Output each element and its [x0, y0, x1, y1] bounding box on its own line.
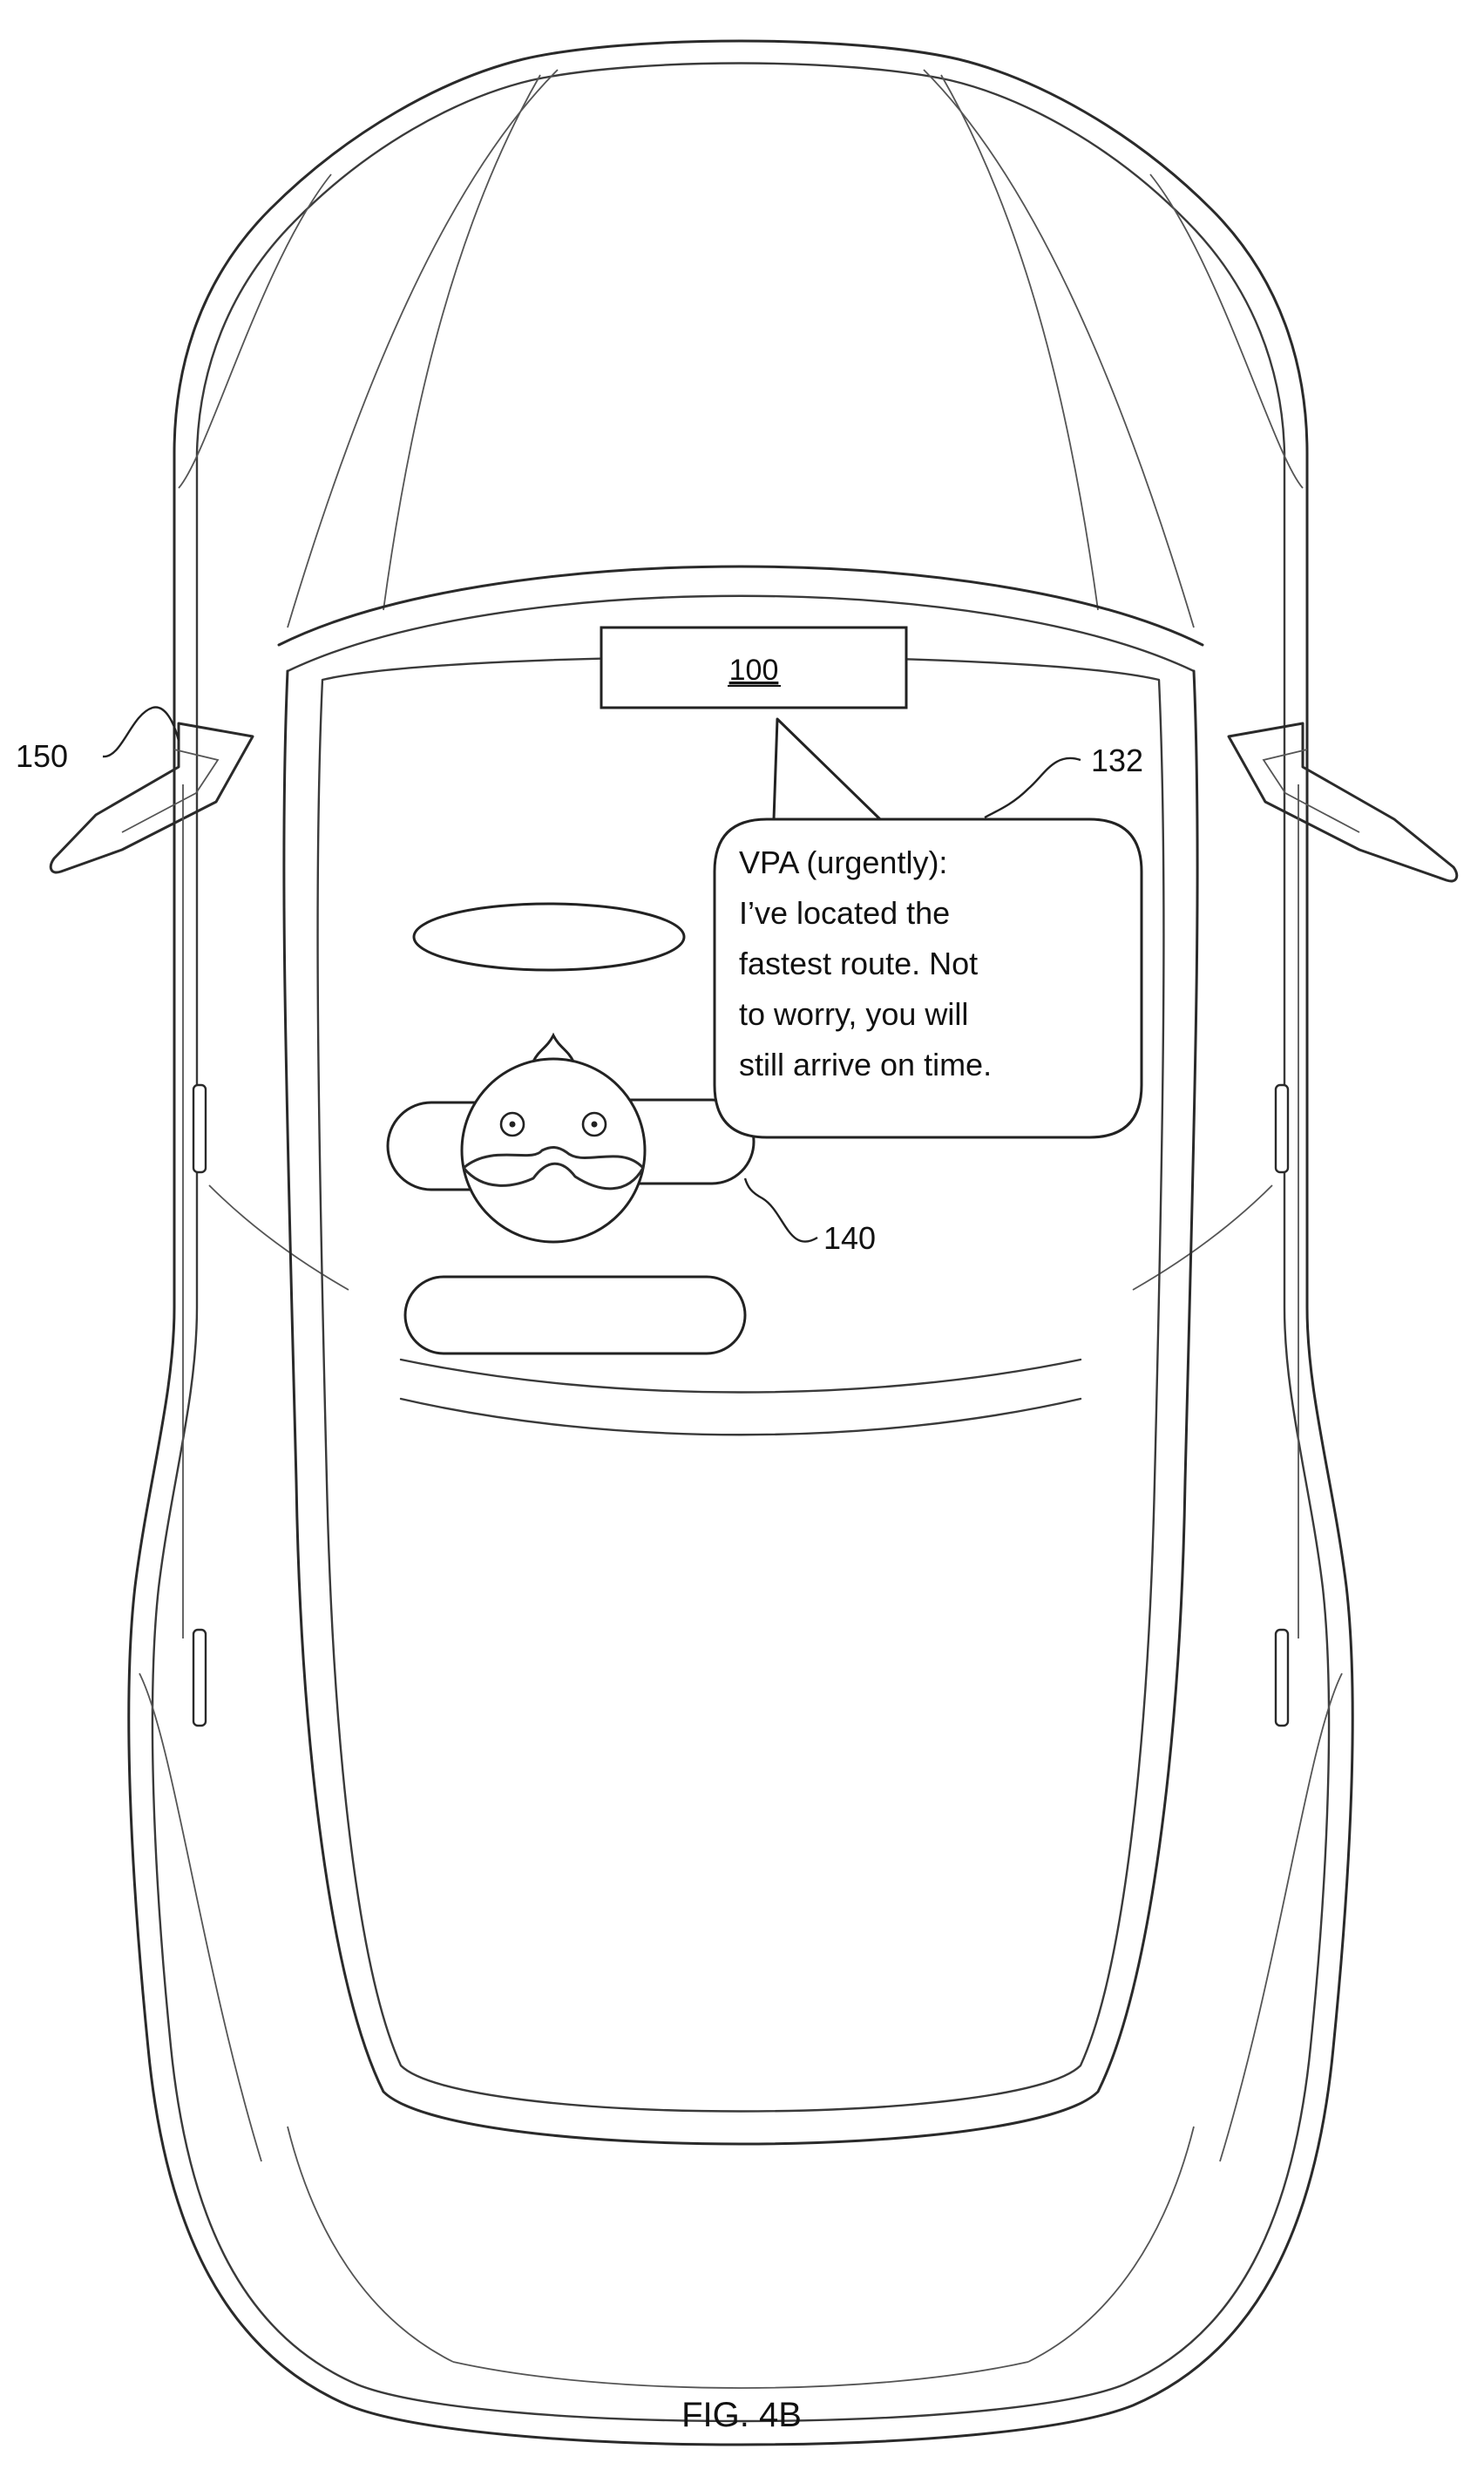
- speech-line-1: VPA (urgently):: [739, 845, 947, 880]
- door-details: [182, 784, 1299, 1727]
- avatar-right-pupil: [591, 1121, 598, 1128]
- front-left-arch: [178, 173, 332, 489]
- cabin-outer-frame: [282, 669, 1199, 2146]
- avatar-left-pupil: [509, 1121, 516, 1128]
- hood-crease-right-inner: [940, 74, 1099, 611]
- rear-right-arch: [1219, 1672, 1343, 2162]
- callout-140: 140: [823, 1220, 876, 1256]
- leader-150: [102, 706, 180, 758]
- avatar-left-eye: [499, 1111, 525, 1137]
- rear-seat-bench: [403, 1275, 747, 1355]
- speech-bubble-shape: [713, 717, 1143, 1139]
- left-mirror-inner: [121, 749, 220, 833]
- right-rear-door-handle: [1274, 1628, 1290, 1727]
- speech-line-5: still arrive on time.: [739, 1047, 992, 1082]
- left-front-door-handle: [192, 1083, 207, 1174]
- cabin-interior: [386, 902, 756, 1355]
- leader-132: [984, 756, 1081, 819]
- windshield-top-edge: [277, 565, 1204, 647]
- system-ref-label: 100: [729, 654, 779, 687]
- rear-bumper-line: [452, 2361, 1029, 2389]
- speech-line-2: I’ve located the: [739, 895, 950, 931]
- avatar-right-eye: [581, 1111, 607, 1137]
- rear-left-arch: [139, 1672, 262, 2162]
- callout-150: 150: [16, 738, 68, 774]
- rear-hatch-right: [1027, 2126, 1195, 2363]
- right-mirror-inner: [1262, 749, 1360, 833]
- left-rocker-line: [208, 1184, 349, 1291]
- reference-numerals: 132 140 150: [16, 706, 1143, 1256]
- hood-crease-left: [287, 69, 559, 628]
- right-rocker-line: [1132, 1184, 1273, 1291]
- right-mirror: [1227, 722, 1459, 883]
- speech-bubble: VPA (urgently): I’ve located the fastest…: [713, 717, 1143, 1139]
- avatar-head: [460, 1057, 647, 1244]
- cabin-inner-frame: [316, 655, 1165, 2113]
- car-body: [127, 39, 1354, 2446]
- figure-label: FIG. 4B: [681, 2396, 802, 2434]
- speech-line-4: to worry, you will: [739, 996, 968, 1032]
- side-mirrors: [49, 722, 1459, 883]
- callout-132: 132: [1091, 743, 1143, 778]
- dashboard-display: [412, 902, 686, 972]
- front-right-arch: [1149, 173, 1304, 489]
- hood-crease-right: [923, 69, 1195, 628]
- system-box-frame: [600, 626, 908, 709]
- avatar-mask-band: [462, 1162, 645, 1191]
- avatar-antenna: [531, 1032, 576, 1063]
- system-box: 100: [600, 626, 908, 709]
- roof-crossbar-rear: [399, 1397, 1082, 1436]
- cabin-glass: [277, 565, 1204, 2146]
- car-body-outline: [127, 39, 1354, 2446]
- vpa-avatar: [460, 1032, 647, 1244]
- car-body-inner-outline: [151, 62, 1331, 2423]
- speech-line-3: fastest route. Not: [739, 946, 978, 981]
- leader-140: [743, 1177, 818, 1243]
- right-front-door-handle: [1274, 1083, 1290, 1174]
- left-mirror: [49, 722, 254, 874]
- roof-crossbar-front: [399, 1358, 1082, 1394]
- hood-crease-left-inner: [383, 74, 541, 611]
- windshield-top-edge-inner: [286, 594, 1196, 673]
- speech-bubble-text: VPA (urgently): I’ve located the fastest…: [739, 845, 992, 1082]
- left-rear-door-handle: [192, 1628, 207, 1727]
- avatar-mask-band-top: [462, 1146, 645, 1170]
- rear-hatch-left: [287, 2126, 454, 2363]
